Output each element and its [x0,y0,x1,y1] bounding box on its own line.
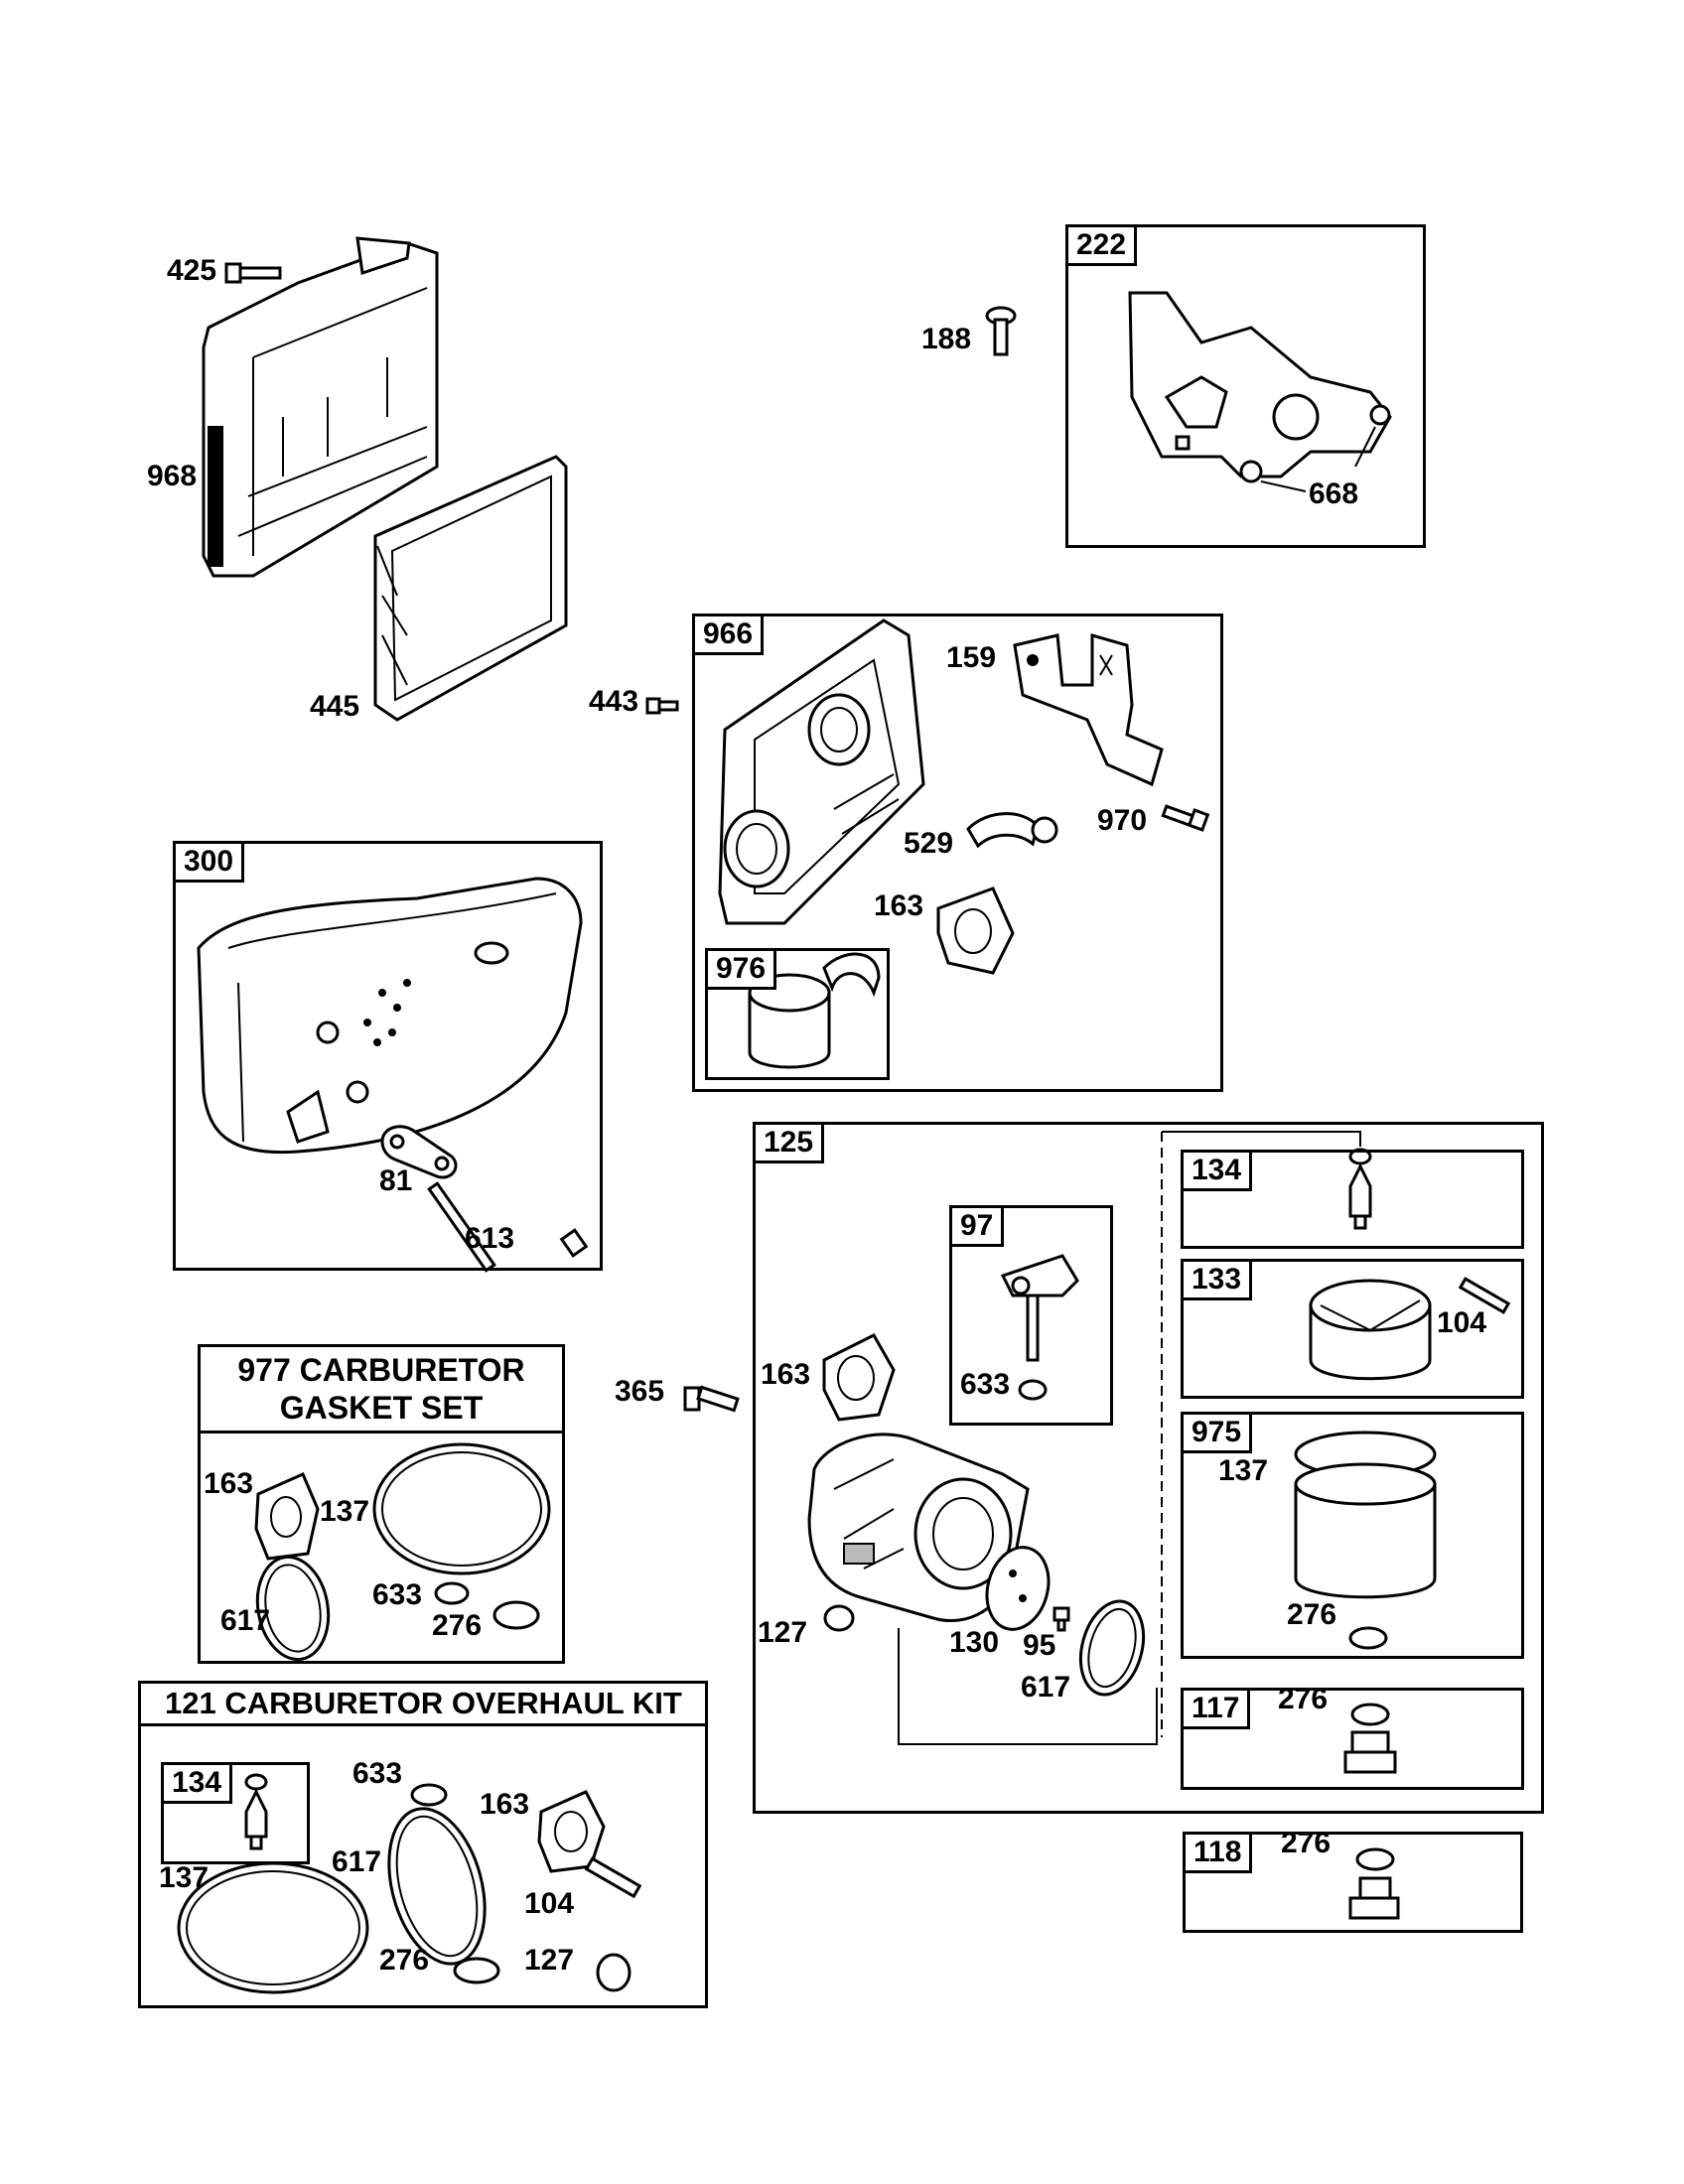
callout-137-kit977[interactable]: 137 [320,1495,370,1528]
callout-365[interactable]: 365 [615,1375,665,1408]
deflector-81-icon [380,1125,458,1179]
throttle-plate-130-icon [985,1546,1051,1631]
callout-137-carb[interactable]: 137 [1218,1454,1269,1487]
callout-104-carb[interactable]: 104 [1437,1306,1487,1339]
box-134-kit-number[interactable]: 134 [164,1765,233,1804]
callout-159[interactable]: 159 [946,641,997,674]
gasket-163b-icon [822,1333,896,1422]
kit-121-box: 121 CARBURETOR OVERHAUL KIT [138,1681,708,2008]
float-needle-97-icon [1000,1254,1079,1401]
box-125-number[interactable]: 125 [756,1125,825,1163]
box-118-number[interactable]: 118 [1186,1835,1253,1873]
callout-188[interactable]: 188 [921,323,972,355]
inlet-needle-134-icon [1348,1148,1372,1230]
oring-617-icon [1078,1599,1146,1697]
callout-276-bowl[interactable]: 276 [1287,1598,1337,1631]
callout-633-kit977[interactable]: 633 [372,1578,423,1611]
fuel-bowl-975-icon [1294,1431,1437,1650]
callout-163-kit977[interactable]: 163 [204,1467,254,1500]
tube-529-icon [966,812,1058,849]
callout-633-carb[interactable]: 633 [960,1368,1011,1401]
box-134-carb: 134 [1181,1150,1524,1249]
box-222-number[interactable]: 222 [1068,227,1138,266]
callout-137-kit121[interactable]: 137 [159,1861,210,1894]
box-300-number[interactable]: 300 [176,844,245,883]
callout-276-117[interactable]: 276 [1278,1683,1329,1715]
callout-668[interactable]: 668 [1309,478,1359,510]
box-300: 300 [173,841,603,1271]
kit-977-title-line1: 977 CARBURETOR [237,1352,525,1388]
callout-443[interactable]: 443 [589,685,639,718]
callout-617-carb[interactable]: 617 [1021,1671,1071,1704]
callout-970[interactable]: 970 [1097,804,1148,837]
pre-cleaner-976-icon [748,952,881,1069]
box-222: 222 [1065,224,1426,548]
screw-443-icon [645,697,679,715]
screw-95-icon [1052,1606,1070,1632]
box-975: 975 [1181,1412,1524,1659]
callout-81[interactable]: 81 [379,1164,413,1197]
bowl-nut-118-icon [1348,1847,1400,1920]
kit-977-box: 977 CARBURETOR GASKET SET [198,1344,565,1664]
box-97-number[interactable]: 97 [952,1208,1005,1247]
callout-425[interactable]: 425 [167,254,217,287]
kit-121-title: 121 CARBURETOR OVERHAUL KIT [141,1684,705,1726]
callout-529[interactable]: 529 [904,827,954,860]
callout-613[interactable]: 613 [465,1222,515,1255]
callout-95[interactable]: 95 [1023,1629,1056,1662]
callout-163-plate[interactable]: 163 [874,889,924,922]
callout-617-kit977[interactable]: 617 [220,1604,271,1637]
callout-163-kit121[interactable]: 163 [480,1788,530,1821]
welch-plug-127-icon [823,1604,855,1632]
callout-633-kit121[interactable]: 633 [352,1757,403,1790]
air-cleaner-base-968-icon [202,236,439,578]
callout-163-carb[interactable]: 163 [761,1358,811,1391]
box-976: 976 [705,948,890,1080]
screw-425-icon [224,262,282,284]
float-133-icon [1309,1277,1511,1381]
box-976-number[interactable]: 976 [708,951,777,990]
callout-617-kit121[interactable]: 617 [332,1845,382,1878]
callout-276-kit121[interactable]: 276 [379,1944,430,1977]
box-117: 117 [1181,1688,1524,1790]
callout-445[interactable]: 445 [310,690,360,723]
kit-977-parts-icon [254,1442,551,1662]
callout-130[interactable]: 130 [949,1626,1000,1659]
box-133: 133 [1181,1259,1524,1399]
carburetor-body-icon [807,1433,1030,1623]
box-117-number[interactable]: 117 [1184,1691,1251,1729]
box-134-carb-number[interactable]: 134 [1184,1153,1253,1191]
kit-977-title-line2: GASKET SET [279,1390,484,1426]
box-134-kit: 134 [161,1762,310,1864]
box-966: 966 [692,614,1223,1092]
screw-188-icon [985,306,1017,356]
air-filter-445-icon [373,455,568,722]
box-966-number[interactable]: 966 [695,616,765,655]
box-97: 97 [949,1205,1113,1426]
control-bracket-222-icon [1128,291,1392,492]
callout-276-kit977[interactable]: 276 [432,1609,483,1642]
kit-977-title: 977 CARBURETOR GASKET SET [201,1347,562,1433]
callout-968[interactable]: 968 [147,460,198,492]
muffler-300-icon [197,877,583,1155]
bolt-613-icon [427,1181,589,1273]
box-125: 125 [753,1122,1544,1814]
callout-127-carb[interactable]: 127 [758,1616,808,1649]
bracket-159-icon [1013,633,1164,787]
kit-121-parts-icon [177,1773,642,1994]
callout-127-kit121[interactable]: 127 [524,1944,575,1977]
bolt-365-icon [683,1385,740,1413]
bolt-970-icon [1161,804,1210,832]
box-133-number[interactable]: 133 [1184,1262,1253,1300]
gasket-163-icon [936,887,1015,975]
bowl-nut-117-icon [1343,1703,1397,1774]
carburetor-plate-966-icon [718,618,925,925]
box-975-number[interactable]: 975 [1184,1415,1253,1453]
box-118: 118 [1183,1832,1523,1933]
callout-276-118[interactable]: 276 [1281,1827,1332,1859]
callout-104-kit121[interactable]: 104 [524,1887,575,1920]
